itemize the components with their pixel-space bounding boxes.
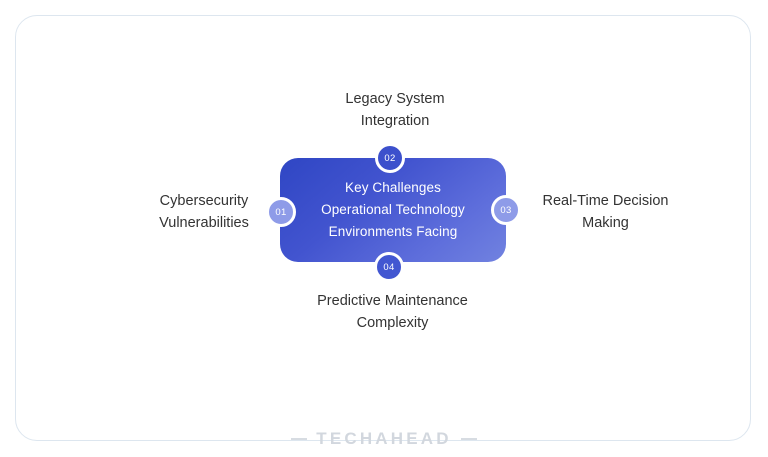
- node-label-line: Legacy System: [345, 91, 445, 107]
- badge-number: 02: [384, 152, 396, 164]
- node-label-line: Complexity: [356, 315, 429, 332]
- brand-dash-right: [460, 438, 477, 440]
- node-label-line: Vulnerabilities: [159, 215, 249, 232]
- center-card-line: Environments Facing: [328, 223, 458, 239]
- node-label-line: Making: [582, 215, 629, 232]
- brand-wordmark: TECHAHEAD: [316, 429, 452, 448]
- footer-brand: TECHAHEAD: [0, 429, 768, 449]
- brand-dash-left: [291, 438, 308, 440]
- badge-number: 03: [500, 204, 512, 216]
- node-label-real-time-decision-making: Real-Time Decision Making: [518, 190, 693, 235]
- center-card: Key Challenges Operational Technology En…: [280, 158, 506, 262]
- node-label-predictive-maintenance-complexity: Predictive Maintenance Complexity: [285, 290, 500, 335]
- badge-number: 04: [383, 261, 395, 273]
- node-label-cybersecurity-vulnerabilities: Cybersecurity Vulnerabilities: [128, 190, 280, 235]
- node-label-line: Integration: [360, 113, 430, 130]
- node-label-legacy-system-integration: Legacy System Integration: [290, 88, 500, 133]
- node-label-line: Real-Time Decision: [542, 193, 669, 209]
- badge-02: 02: [375, 143, 405, 173]
- center-card-line: Key Challenges: [345, 180, 441, 196]
- center-card-line: Operational Technology: [321, 202, 465, 218]
- node-label-line: Cybersecurity: [159, 193, 249, 209]
- center-card-text: Key Challenges Operational Technology En…: [307, 177, 479, 243]
- badge-number: 01: [275, 206, 287, 218]
- badge-01: 01: [266, 197, 296, 227]
- badge-03: 03: [491, 195, 521, 225]
- badge-04: 04: [374, 252, 404, 282]
- node-label-line: Predictive Maintenance: [317, 293, 468, 309]
